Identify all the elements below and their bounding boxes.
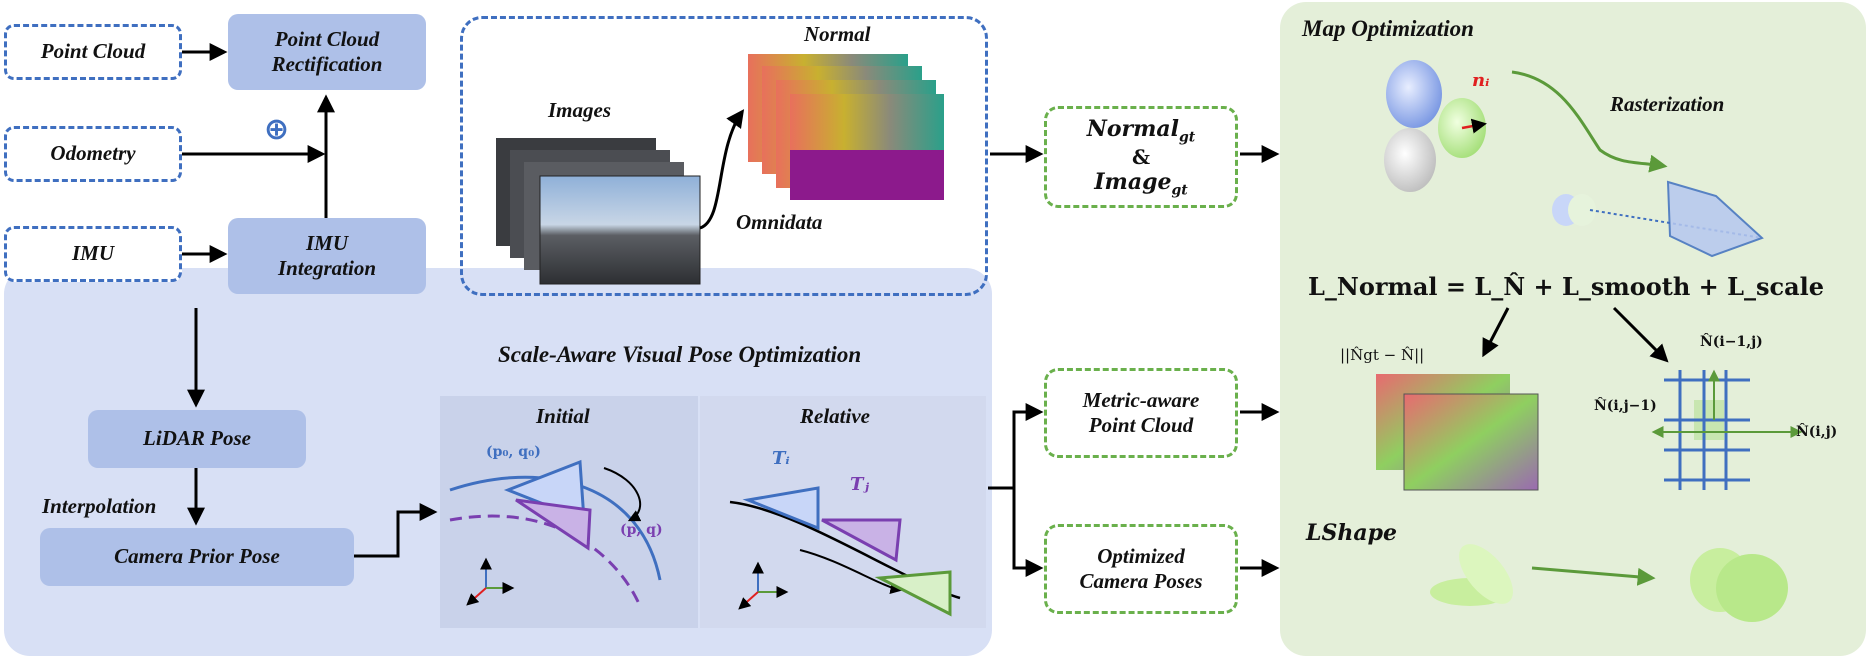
ellipsoid-blue bbox=[1386, 60, 1442, 128]
loss-normal-equation: L_Normal = L_N̂ + L_smooth + L_scale bbox=[1308, 272, 1825, 301]
image-gt-sub: gt bbox=[1171, 182, 1188, 199]
relative-cam-j bbox=[821, 518, 902, 563]
normal-gt-sub: gt bbox=[1179, 129, 1196, 145]
point-cloud-input: Point Cloud bbox=[4, 24, 182, 80]
flat-ellipsoid-top bbox=[1459, 544, 1513, 604]
normal-label: Normal bbox=[804, 22, 871, 46]
opt-line1: Optimized bbox=[1097, 543, 1185, 568]
arrow-images-to-normal bbox=[699, 109, 745, 230]
interpolation-label: Interpolation bbox=[42, 494, 157, 518]
n-left-label: N̂(i,j−1) bbox=[1594, 398, 1657, 414]
axes-icon-relative bbox=[738, 561, 789, 610]
rasterization-label: Rasterization bbox=[1610, 92, 1725, 116]
ni-label: nᵢ bbox=[1472, 70, 1490, 91]
p0q0-label: (p₀, q₀) bbox=[486, 444, 541, 460]
arrow-prior-to-initial bbox=[354, 503, 438, 558]
render-camera-icon bbox=[1552, 180, 1764, 258]
lidar-pose-box: LiDAR Pose bbox=[88, 410, 306, 468]
vpo-title: Scale-Aware Visual Pose Optimization bbox=[498, 342, 862, 367]
initial-traj-purple bbox=[449, 514, 642, 607]
axes-icon-initial bbox=[466, 557, 515, 606]
arrow-loss-to-grid bbox=[1612, 306, 1669, 363]
arrow-to-opt bbox=[1012, 488, 1044, 577]
rectification-line2: Rectification bbox=[271, 52, 383, 76]
relative-cam-i bbox=[742, 486, 820, 531]
norm-diff-label: ||N̂gt − N̂|| bbox=[1340, 346, 1425, 364]
imu-integration-box: IMU Integration bbox=[228, 218, 426, 294]
imu-integration-line2: Integration bbox=[277, 256, 377, 280]
odometry-input: Odometry bbox=[4, 126, 182, 182]
odometry-label: Odometry bbox=[50, 141, 136, 166]
initial-cam-purple bbox=[515, 498, 592, 551]
camera-prior-pose-box: Camera Prior Pose bbox=[40, 528, 354, 586]
point-cloud-label: Point Cloud bbox=[40, 39, 146, 64]
ti-label: Tᵢ bbox=[772, 448, 790, 469]
relative-cam-k bbox=[874, 570, 952, 617]
rectification-box: Point Cloud Rectification bbox=[228, 14, 426, 90]
imu-integration-line1: IMU bbox=[305, 230, 348, 255]
imu-label: IMU bbox=[71, 241, 114, 266]
arrow-rasterization bbox=[1511, 70, 1668, 173]
round-ellipsoid-front bbox=[1716, 554, 1788, 622]
initial-update-arrow bbox=[603, 467, 642, 522]
image-stack bbox=[496, 138, 701, 285]
optimized-poses-box: Optimized Camera Poses bbox=[1044, 524, 1238, 614]
normal-stack bbox=[748, 54, 944, 200]
smoothness-grid bbox=[1664, 370, 1750, 490]
gt-box: Normalgt & Imagegt bbox=[1044, 106, 1238, 208]
omnidata-label: Omnidata bbox=[736, 210, 823, 234]
tj-label: Tⱼ bbox=[850, 474, 870, 495]
map-title: Map Optimization bbox=[1302, 16, 1474, 41]
normal-diff-image-front bbox=[1403, 393, 1539, 491]
metric-line1: Metric-aware bbox=[1082, 387, 1200, 412]
initial-label: Initial bbox=[536, 404, 590, 428]
metric-pointcloud-box: Metric-aware Point Cloud bbox=[1044, 368, 1238, 458]
camera-prior-pose-label: Camera Prior Pose bbox=[114, 544, 280, 569]
rectification-line1: Point Cloud bbox=[274, 26, 380, 51]
lidar-pose-label: LiDAR Pose bbox=[143, 426, 251, 451]
image-gt-label: Image bbox=[1094, 169, 1172, 195]
omnidata-panel bbox=[460, 16, 988, 296]
n-up-label: N̂(i−1,j) bbox=[1700, 334, 1763, 350]
ellipsoid-grey bbox=[1384, 128, 1436, 192]
pq-label: (p, q) bbox=[620, 522, 663, 538]
relative-arrow bbox=[799, 549, 903, 594]
metric-line2: Point Cloud bbox=[1088, 413, 1194, 437]
imu-input: IMU bbox=[4, 226, 182, 282]
relative-label: Relative bbox=[800, 404, 870, 428]
arrow-to-metric bbox=[988, 403, 1044, 490]
normal-vector-icon bbox=[1461, 118, 1487, 134]
oplus-icon: ⊕ bbox=[264, 112, 290, 147]
n-right-label: N̂(i,j) bbox=[1796, 424, 1838, 440]
opt-line2: Camera Poses bbox=[1079, 569, 1203, 593]
arrow-shape bbox=[1531, 566, 1656, 586]
l-shape-label: LShape bbox=[1306, 520, 1397, 546]
gt-amp: & bbox=[1131, 145, 1151, 169]
arrow-loss-to-diff bbox=[1482, 307, 1510, 358]
images-label: Images bbox=[548, 98, 611, 122]
normal-gt-label: Normal bbox=[1086, 115, 1179, 142]
